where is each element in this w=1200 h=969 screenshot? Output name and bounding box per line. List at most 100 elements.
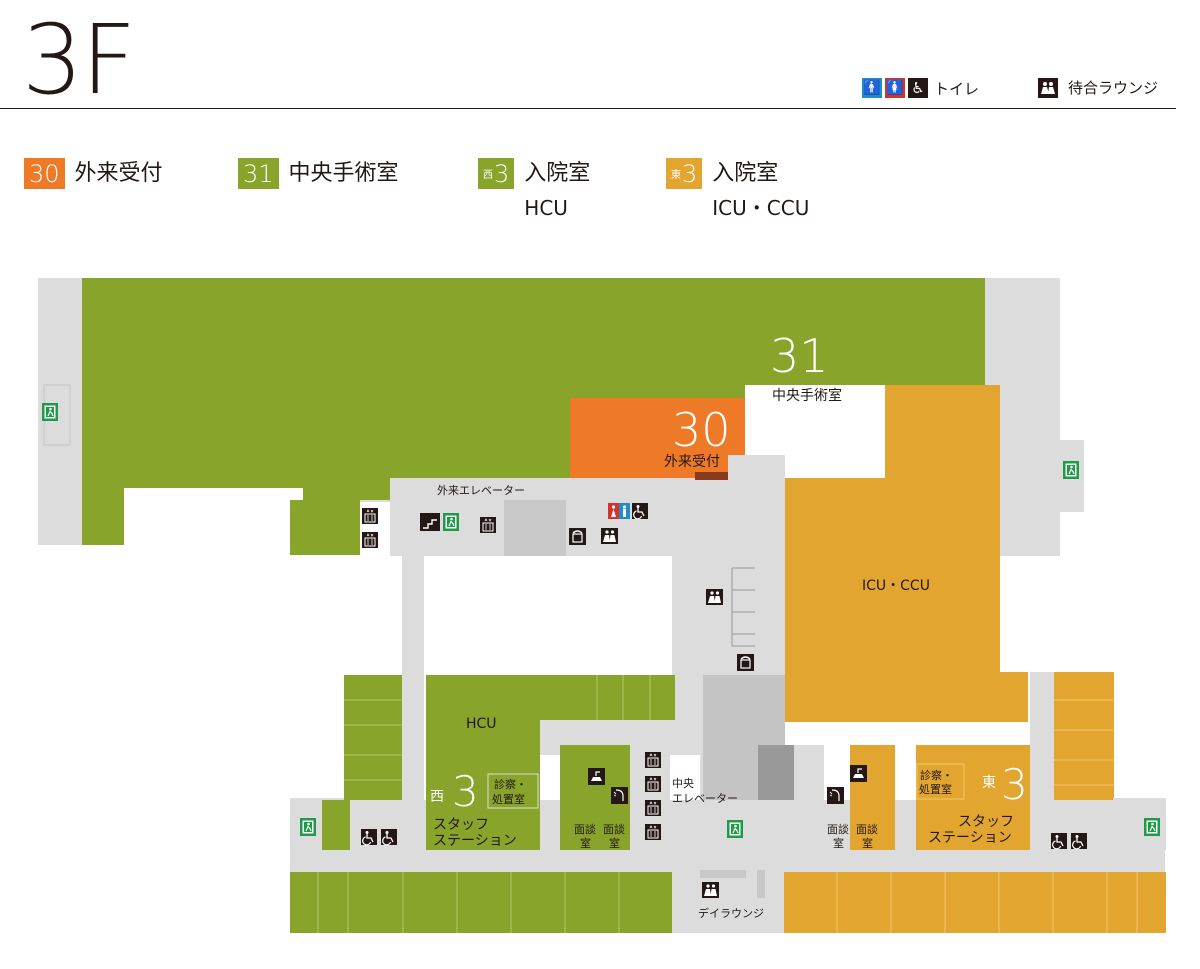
day-lounge-icon	[702, 882, 719, 898]
title-divider	[0, 108, 1176, 109]
reception-area	[570, 398, 745, 478]
washing-icon	[849, 764, 868, 783]
east-rooms-bottom	[784, 872, 1166, 933]
lounge-legend-label: 待合ラウンジ	[1068, 79, 1159, 97]
east-ward-number: 3	[1001, 760, 1028, 809]
phone-icon	[736, 653, 755, 672]
wheelchair-icon	[1050, 832, 1068, 850]
key-west-ward-sub: HCU	[524, 196, 568, 220]
elevator-icon	[361, 507, 379, 525]
key-surgery-number: 31	[238, 158, 279, 189]
key-surgery: 31 中央手術室	[238, 158, 399, 189]
elevator-icon	[644, 775, 662, 793]
east-interview-a-2: 室	[833, 836, 844, 850]
lounge-icon	[601, 528, 618, 544]
wheelchair-icon	[1070, 832, 1088, 850]
east-room-dividers	[1054, 699, 1114, 786]
east-interview-b-1: 面談	[856, 822, 878, 836]
key-west-prefix: 西	[483, 170, 493, 181]
icu-ccu-label: ICU・CCU	[862, 578, 930, 594]
central-elevator-label-1: 中央	[672, 777, 694, 790]
key-east-ward-label: 入院室 ICU・CCU	[712, 158, 809, 221]
west-ward-prefix: 西	[430, 789, 444, 805]
key-west-ward-label: 入院室 HCU	[524, 158, 590, 221]
stairs-icon	[420, 513, 440, 531]
east-rooms-right	[1054, 672, 1114, 800]
emergency-exit-icon	[41, 402, 59, 422]
wheelchair-icon: ♿	[908, 78, 928, 98]
outpatient-elevator-label: 外来エレベーター	[437, 484, 525, 497]
east-interview-a-1: 面談	[827, 822, 849, 836]
toilet-legend-label: トイレ	[934, 79, 980, 98]
west-interview-a-2: 室	[580, 836, 591, 850]
west-staff-label-2: ステーション	[433, 833, 517, 849]
floor-title: 3F	[22, 4, 136, 116]
east-exam-label-2: 処置室	[919, 782, 952, 796]
central-elevator-label-2: エレベーター	[672, 792, 738, 805]
toilet-legend: 🚹 🚺 ♿ トイレ	[862, 77, 979, 99]
reception-counter	[695, 472, 728, 480]
reception-number-label: 30	[672, 403, 731, 457]
elevator-icon	[644, 751, 662, 769]
shower-icon	[610, 786, 629, 805]
key-surgery-name: 中央手術室	[288, 161, 399, 186]
east-staff-label-1: スタッフ	[958, 814, 1014, 830]
icu-ccu-area	[785, 385, 1028, 722]
elevator-icon	[644, 799, 662, 817]
hcu-label: HCU	[466, 716, 497, 732]
key-east-prefix: 東	[671, 170, 681, 181]
surgery-name-label: 中央手術室	[772, 387, 842, 404]
washing-icon	[587, 767, 606, 786]
lounge-legend: 待合ラウンジ	[1038, 77, 1158, 98]
east-exam-label-1: 診察・	[920, 768, 953, 782]
east-station-area	[916, 745, 1030, 850]
woman-icon: 🚺	[885, 78, 905, 98]
east-ward-prefix: 東	[982, 775, 996, 791]
key-reception-name: 外来受付	[74, 161, 163, 186]
key-reception: 30 外来受付	[24, 158, 163, 189]
emergency-exit-icon	[1062, 460, 1080, 480]
reception-name-label: 外来受付	[664, 454, 720, 470]
west-interview-b-2: 室	[609, 836, 620, 850]
west-exam-label-1: 診察・	[494, 777, 527, 791]
emergency-exit-icon	[1143, 817, 1161, 837]
wheelchair-icon	[380, 828, 398, 846]
wheelchair-icon	[360, 828, 378, 846]
key-west-number: 3	[494, 159, 510, 188]
wheelchair-icon	[631, 502, 649, 520]
west-ward-number: 3	[452, 767, 479, 816]
lounge-icon	[706, 589, 723, 605]
key-east-number: 3	[682, 159, 698, 188]
key-east-ward-sub: ICU・CCU	[712, 196, 810, 220]
surgery-area	[82, 278, 985, 555]
phone-icon	[568, 527, 587, 546]
elevator-icon	[361, 531, 379, 549]
west-interview-b-1: 面談	[603, 822, 625, 836]
west-exam-label-2: 処置室	[492, 792, 525, 806]
hcu-area	[426, 675, 570, 850]
emergency-exit-icon	[299, 817, 317, 837]
elevator-icon	[644, 823, 662, 841]
west-rooms-bottom	[290, 872, 672, 933]
elevator-icon	[479, 516, 497, 534]
man-icon: 🚹	[862, 78, 882, 98]
emergency-exit-icon	[726, 819, 744, 839]
key-west-ward-name: 入院室	[524, 161, 591, 186]
east-interview-b-2: 室	[862, 836, 873, 850]
emergency-exit-icon	[442, 512, 460, 532]
east-staff-label-2: ステーション	[928, 830, 1012, 846]
east-interview-area	[850, 745, 895, 850]
key-east-ward-name: 入院室	[712, 161, 779, 186]
shower-icon	[826, 786, 845, 805]
day-lounge-label: デイラウンジ	[698, 906, 764, 920]
west-staff-label-1: スタッフ	[433, 817, 489, 833]
west-interview-a-1: 面談	[574, 822, 596, 836]
lounge-icon	[1038, 77, 1058, 98]
surgery-number-label: 31	[770, 329, 829, 383]
west-rooms-left	[344, 675, 402, 800]
